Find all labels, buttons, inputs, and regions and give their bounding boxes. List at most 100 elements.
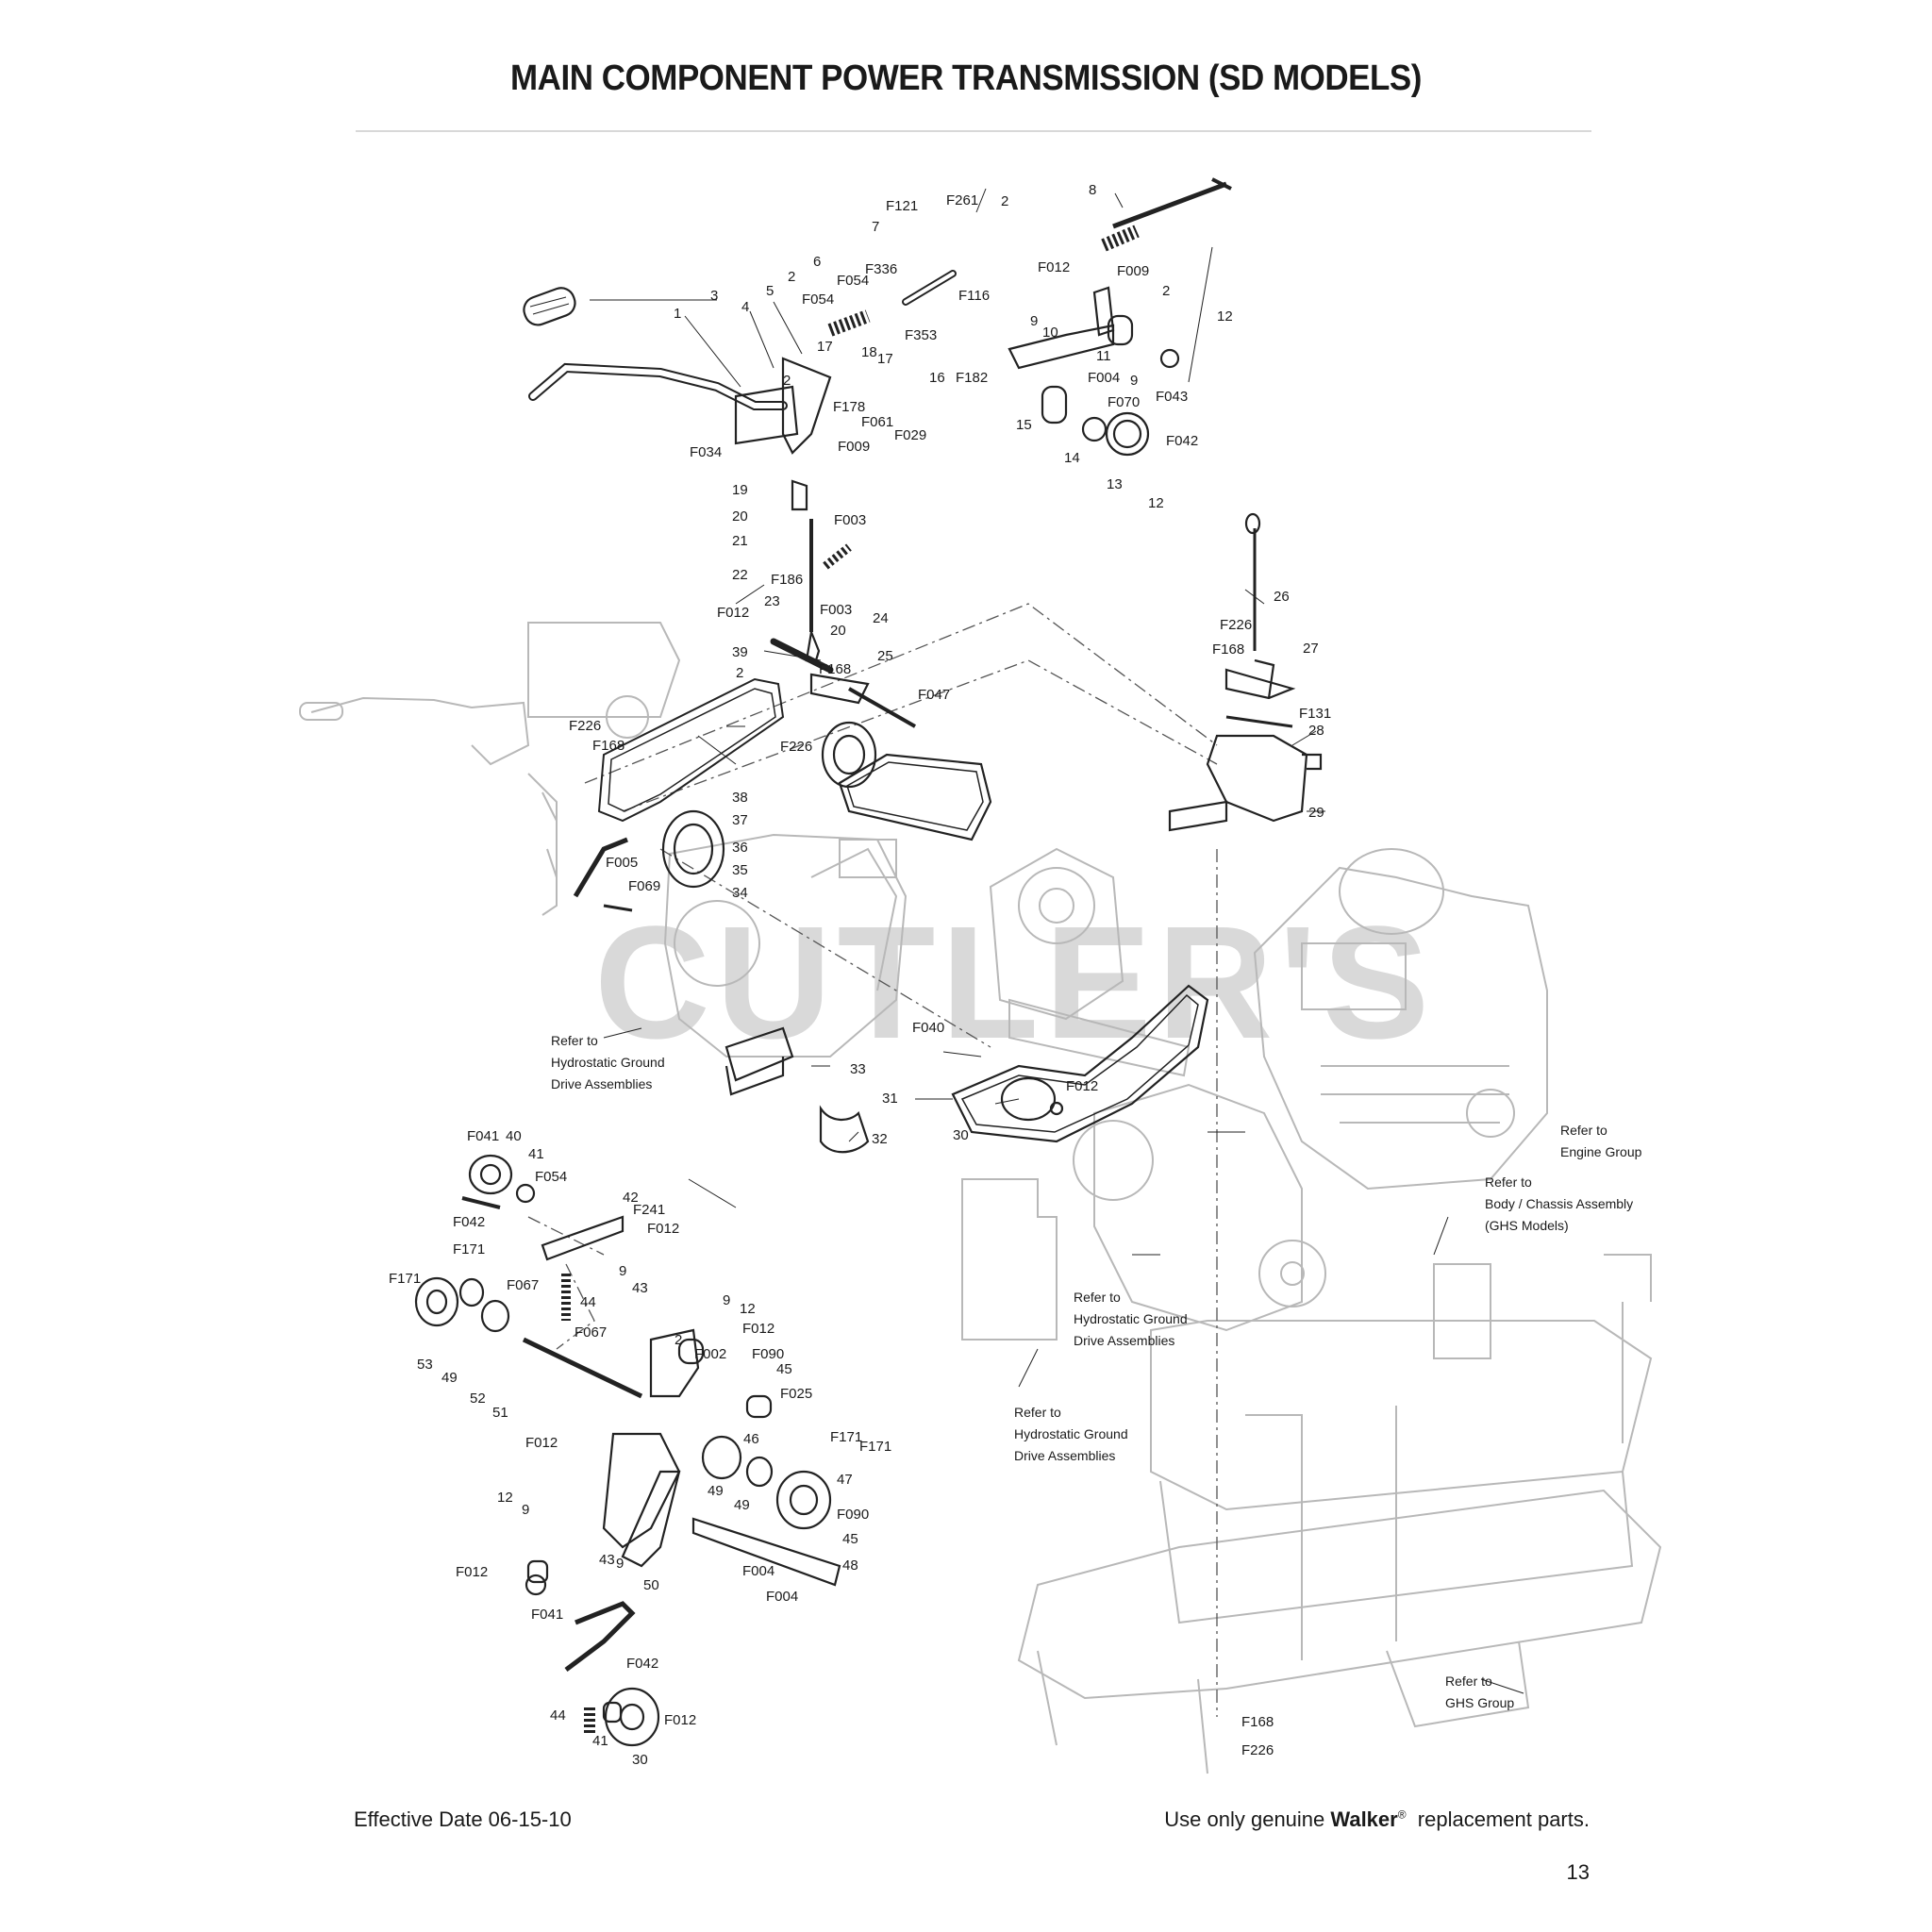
callout-F012: F012 [664,1712,696,1728]
callout-F168: F168 [1212,641,1244,658]
callout-F168: F168 [819,661,851,677]
callout-F067: F067 [575,1324,607,1341]
title-divider [356,130,1591,132]
callout-48: 48 [842,1557,858,1574]
callout-F171: F171 [830,1429,862,1445]
callout-9: 9 [723,1292,730,1308]
callout-F168: F168 [1241,1714,1274,1730]
note-hydrostatic-3-line1: Refer to [1014,1405,1061,1420]
reference-notes: Refer to Hydrostatic Ground Drive Assemb… [551,1033,1642,1710]
callout-F041: F041 [467,1128,499,1144]
callout-F054: F054 [802,291,834,308]
note-hydrostatic-3-line2: Hydrostatic Ground [1014,1426,1128,1441]
notice-prefix: Use only genuine [1164,1807,1331,1831]
callout-45: 45 [842,1531,858,1547]
callout-38: 38 [732,790,748,806]
callout-F042: F042 [1166,433,1198,449]
callout-F069: F069 [628,878,660,894]
callout-F186: F186 [771,572,803,588]
note-hydrostatic-3-line3: Drive Assemblies [1014,1448,1115,1463]
callout-F003: F003 [834,512,866,528]
note-ghs-line2: GHS Group [1445,1695,1514,1710]
note-hydrostatic-2-line3: Drive Assemblies [1074,1333,1174,1348]
callout-9: 9 [1030,313,1038,329]
background-assemblies [299,622,1662,1774]
callout-30: 30 [632,1752,648,1768]
callout-29: 29 [1308,805,1324,821]
note-body-line1: Refer to [1485,1174,1532,1190]
callout-F009: F009 [1117,263,1149,279]
callout-44: 44 [580,1294,596,1310]
callout-9: 9 [1130,373,1138,389]
callout-2: 2 [675,1332,682,1348]
callout-F005: F005 [606,855,638,871]
callout-F061: F061 [861,414,893,430]
callout-33: 33 [850,1061,866,1077]
registered-mark: ® [1397,1807,1407,1822]
callout-F042: F042 [626,1656,658,1672]
callout-F131: F131 [1299,706,1331,722]
callout-9: 9 [616,1556,624,1572]
callout-41: 41 [528,1146,544,1162]
note-hydrostatic-1-line3: Drive Assemblies [551,1076,652,1091]
callout-47: 47 [837,1472,853,1488]
callout-F241: F241 [633,1202,665,1218]
callout-39: 39 [732,644,748,660]
callout-19: 19 [732,482,748,498]
page-title: MAIN COMPONENT POWER TRANSMISSION (SD MO… [510,58,1422,98]
callout-36: 36 [732,840,748,856]
callout-52: 52 [470,1391,486,1407]
callout-20: 20 [830,623,846,639]
note-engine-line2: Engine Group [1560,1144,1642,1159]
callout-F168: F168 [592,738,625,754]
callout-20: 20 [732,508,748,525]
callout-F004: F004 [766,1589,798,1605]
callout-50: 50 [643,1577,659,1593]
genuine-parts-notice: Use only genuine Walker® replacement par… [1164,1807,1590,1832]
callout-F090: F090 [837,1507,869,1523]
callout-23: 23 [764,593,780,609]
callout-46: 46 [743,1431,759,1447]
callout-F090: F090 [752,1346,784,1362]
callout-2: 2 [736,665,743,681]
callout-2: 2 [1162,283,1170,299]
note-body-line2: Body / Chassis Assembly [1485,1196,1633,1211]
note-hydrostatic-2-line2: Hydrostatic Ground [1074,1311,1188,1326]
callout-F226: F226 [569,718,601,734]
callout-26: 26 [1274,589,1290,605]
callout-40: 40 [506,1128,522,1144]
callout-2: 2 [1001,193,1008,209]
callout-25: 25 [877,648,893,664]
callout-18: 18 [861,344,877,360]
callout-12: 12 [497,1490,513,1506]
note-hydrostatic-1-line1: Refer to [551,1033,598,1048]
watermark: CUTLER'S [594,893,1435,1073]
callout-F054: F054 [837,273,869,289]
callout-11: 11 [1096,348,1111,364]
callout-32: 32 [872,1131,888,1147]
notice-suffix: replacement parts. [1406,1807,1590,1831]
callout-F226: F226 [780,739,812,755]
callout-31: 31 [882,1091,898,1107]
note-ghs-line1: Refer to [1445,1674,1492,1689]
callout-1: 1 [674,306,681,322]
callout-F226: F226 [1241,1742,1274,1758]
callout-24: 24 [873,610,889,626]
callout-51: 51 [492,1405,508,1421]
callout-F002: F002 [694,1346,726,1362]
callout-12: 12 [1217,308,1233,325]
callout-27: 27 [1303,641,1319,657]
callout-F067: F067 [507,1277,539,1293]
callout-F034: F034 [690,444,722,460]
callout-F009: F009 [838,439,870,455]
callout-F182: F182 [956,370,988,386]
callout-8: 8 [1089,182,1096,198]
foreground-parts [414,177,1323,1747]
effective-date: Effective Date 06-15-10 [354,1807,572,1831]
alignment-lines [527,603,1218,1717]
callout-10: 10 [1042,325,1058,341]
callout-F116: F116 [958,288,990,304]
callout-F070: F070 [1108,394,1140,410]
callout-F336: F336 [865,261,897,277]
callout-F178: F178 [833,399,865,415]
